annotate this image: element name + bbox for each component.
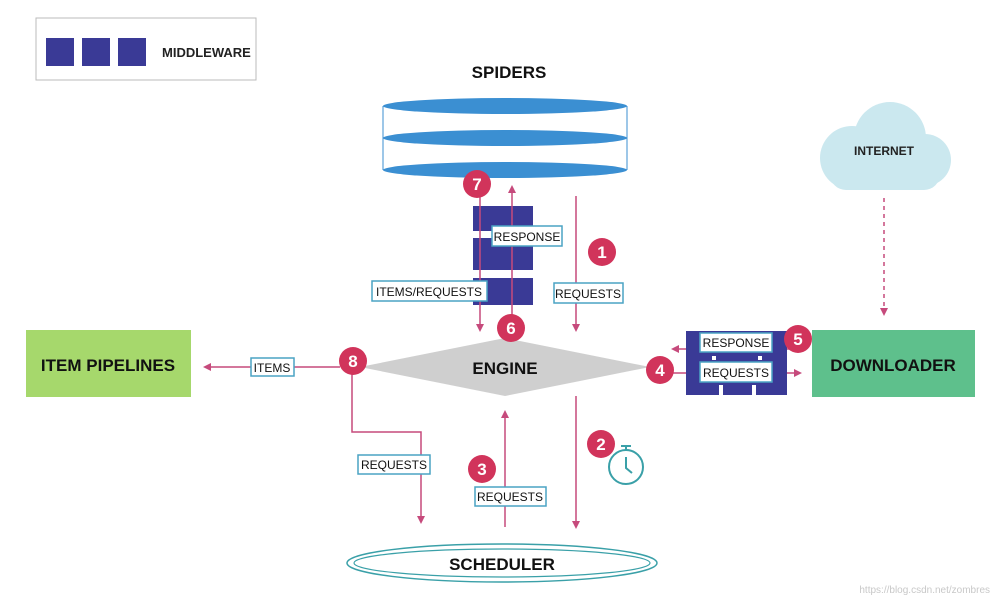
svg-text:8: 8 bbox=[348, 352, 357, 371]
scheduler: SCHEDULER bbox=[346, 543, 658, 583]
svg-text:5: 5 bbox=[793, 330, 802, 349]
engine: ENGINE bbox=[360, 338, 650, 396]
label-response-spider: RESPONSE bbox=[494, 230, 561, 244]
step-badge-6: 6 bbox=[497, 314, 525, 342]
step-badge-2: 2 bbox=[587, 430, 615, 458]
downloader: DOWNLOADER bbox=[812, 330, 975, 397]
item-pipelines: ITEM PIPELINES bbox=[26, 330, 191, 397]
downloader-label: DOWNLOADER bbox=[830, 356, 956, 375]
middleware-swatch bbox=[82, 38, 110, 66]
svg-text:6: 6 bbox=[506, 319, 515, 338]
item-pipelines-label: ITEM PIPELINES bbox=[41, 356, 175, 375]
label-requests-1: REQUESTS bbox=[555, 287, 621, 301]
step-badge-5: 5 bbox=[784, 325, 812, 353]
scheduler-label: SCHEDULER bbox=[449, 555, 555, 574]
middleware-swatch bbox=[46, 38, 74, 66]
svg-text:2: 2 bbox=[596, 435, 605, 454]
internet-label: INTERNET bbox=[854, 144, 915, 158]
svg-text:1: 1 bbox=[597, 243, 606, 262]
spiders-title: SPIDERS bbox=[472, 63, 547, 82]
internet-cloud: INTERNET bbox=[820, 102, 951, 316]
legend: MIDDLEWARE bbox=[35, 17, 257, 81]
label-requests-3: REQUESTS bbox=[477, 490, 543, 504]
step-badge-8: 8 bbox=[339, 347, 367, 375]
label-requests-8: REQUESTS bbox=[361, 458, 427, 472]
spiders: SPIDERS bbox=[382, 63, 628, 178]
engine-label: ENGINE bbox=[472, 359, 537, 378]
label-items-requests: ITEMS/REQUESTS bbox=[376, 285, 482, 299]
label-response-downloader: RESPONSE bbox=[703, 336, 770, 350]
step-badge-4: 4 bbox=[646, 356, 674, 384]
legend-label: MIDDLEWARE bbox=[162, 45, 251, 60]
watermark: https://blog.csdn.net/zombres bbox=[859, 585, 990, 596]
middleware-swatch bbox=[118, 38, 146, 66]
flow-labels: RESPONSE ITEMS/REQUESTS REQUESTS ITEMS R… bbox=[250, 225, 773, 507]
svg-text:4: 4 bbox=[655, 361, 665, 380]
label-items: ITEMS bbox=[254, 361, 291, 375]
step-badge-1: 1 bbox=[588, 238, 616, 266]
step-badge-7: 7 bbox=[463, 170, 491, 198]
svg-text:3: 3 bbox=[477, 460, 486, 479]
step-badge-3: 3 bbox=[468, 455, 496, 483]
label-requests-downloader: REQUESTS bbox=[703, 366, 769, 380]
timer-icon bbox=[608, 445, 644, 485]
svg-text:7: 7 bbox=[472, 175, 481, 194]
